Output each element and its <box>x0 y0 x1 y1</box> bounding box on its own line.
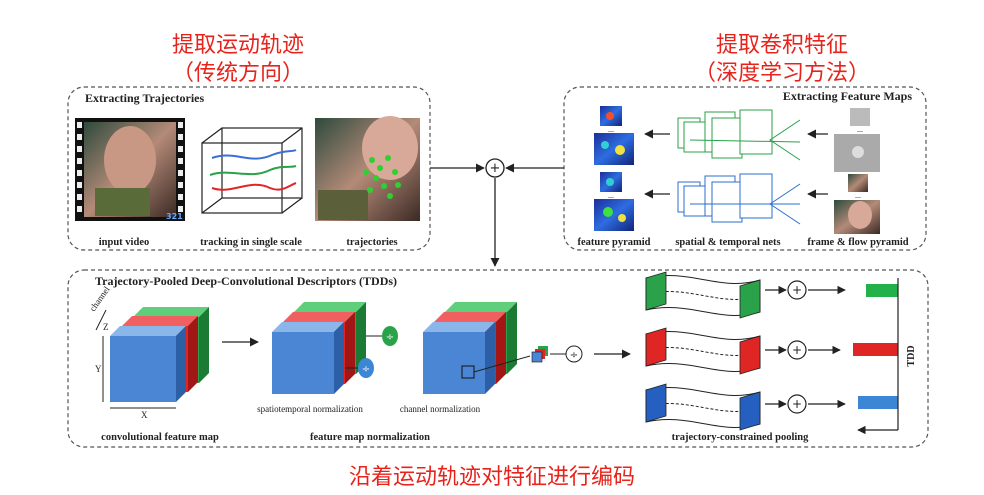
svg-text:÷: ÷ <box>570 350 578 361</box>
z-axis-label: Z <box>103 322 109 332</box>
tracking-label: tracking in single scale <box>200 237 302 248</box>
tdd-panel-border <box>67 269 929 448</box>
tdd-panel: Trajectory-Pooled Deep-Convolutional Des… <box>67 269 929 448</box>
conv-feature-cube <box>110 307 209 402</box>
feature-pyramid-heatmaps: ... ... <box>594 106 634 231</box>
feature-map-panel: Extracting Feature Maps ... ... feature … <box>563 86 927 251</box>
feature-map-normalization-label: feature map normalization <box>310 432 430 443</box>
right-title-line1: 提取卷积特征 <box>716 33 848 58</box>
svg-text:...: ... <box>855 191 861 200</box>
svg-text:+: + <box>792 283 802 297</box>
sum-node-red <box>787 340 807 360</box>
temporal-net <box>677 173 801 225</box>
tracking-cube <box>201 127 303 214</box>
tdd-bar-red <box>853 343 898 356</box>
svg-text:÷: ÷ <box>386 332 394 343</box>
conv-feature-map-label: convolutional feature map <box>101 432 219 443</box>
svg-text:...: ... <box>608 191 614 200</box>
blue-divide-node <box>358 358 374 378</box>
tdd-vertical-label: TDD <box>906 345 917 366</box>
trajectory-pooling-label: trajectory-constrained pooling <box>672 432 810 443</box>
combine-plus-symbol: + <box>490 161 501 176</box>
frame-flow-pyramid: ... ... <box>834 108 880 234</box>
svg-text:+: + <box>792 397 802 411</box>
trajectory-panel-title: Extracting Trajectories <box>85 91 205 105</box>
green-divide-node <box>382 326 398 346</box>
spatial-net <box>677 109 801 161</box>
spatiotemporal-cube <box>272 302 366 394</box>
feature-pyramid-label: feature pyramid <box>577 237 650 248</box>
bottom-caption: 沿着运动轨迹对特征进行编码 <box>349 465 635 490</box>
tdd-bar-blue <box>858 396 898 409</box>
mini-cube-stack <box>531 346 548 363</box>
svg-text:÷: ÷ <box>362 364 370 375</box>
svg-text:...: ... <box>857 125 863 134</box>
channel-divide-node <box>565 345 583 363</box>
frame-flow-label: frame & flow pyramid <box>807 237 908 248</box>
feature-panel-title: Extracting Feature Maps <box>783 89 912 103</box>
tdd-bar-green <box>866 284 898 297</box>
svg-text:321: 321 <box>166 212 183 221</box>
nets-label: spatial & temporal nets <box>675 237 780 248</box>
sum-node-green <box>787 280 807 300</box>
trajectories-label: trajectories <box>346 237 397 248</box>
sum-node-blue <box>787 394 807 414</box>
spatiotemporal-norm-label: spatiotemporal normalization <box>257 404 363 414</box>
input-video-thumbnail: 321 <box>75 118 185 221</box>
channel-norm-cube <box>423 302 517 394</box>
svg-text:+: + <box>792 343 802 357</box>
zoom-line <box>473 355 531 373</box>
tube-green <box>645 271 761 319</box>
tube-blue <box>645 383 761 431</box>
left-title-line1: 提取运动轨迹 <box>172 33 304 58</box>
channel-norm-label: channel normalization <box>400 404 481 414</box>
input-video-label: input video <box>99 237 149 248</box>
right-title-line2: （深度学习方法） <box>694 61 870 86</box>
y-axis-label: Y <box>95 364 102 374</box>
combine-plus-circle <box>485 158 505 178</box>
left-title-line2: （传统方向） <box>172 61 304 86</box>
channel-axis-label: channel <box>87 284 112 313</box>
x-axis-label: X <box>141 410 148 420</box>
trajectories-thumbnail <box>315 116 420 221</box>
tdd-panel-title: Trajectory-Pooled Deep-Convolutional Des… <box>95 274 397 288</box>
trajectory-panel: Extracting Trajectories 321 input video <box>67 86 431 251</box>
tube-red <box>645 327 761 375</box>
svg-text:...: ... <box>608 125 614 134</box>
channel-axis <box>95 309 107 331</box>
